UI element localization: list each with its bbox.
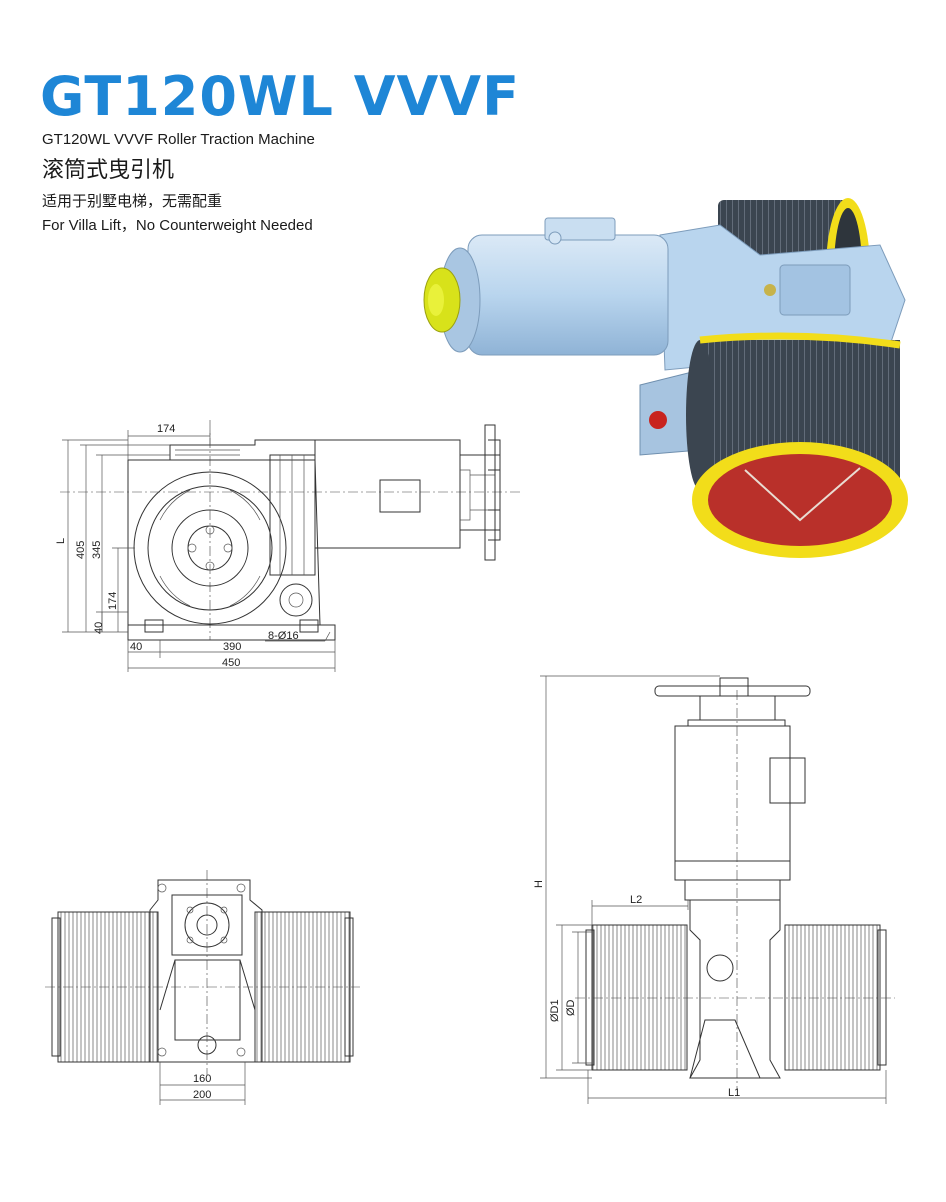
dim-H: H <box>533 880 545 888</box>
usage-description-en: For Villa Lift，No Counterweight Needed <box>42 217 313 234</box>
brake-release-knob <box>649 411 667 429</box>
dim-L1: L1 <box>728 1087 740 1099</box>
bottom-view-drawing: 160 200 <box>45 870 360 1105</box>
dim-174-vertical: 174 <box>107 592 119 610</box>
dim-D: ØD <box>565 999 577 1016</box>
dim-160: 160 <box>193 1073 211 1085</box>
dim-40-vertical: 40 <box>93 622 105 634</box>
dim-L2: L2 <box>630 894 642 906</box>
usage-description-cn: 适用于别墅电梯，无需配重 <box>42 192 223 210</box>
product-subtitle-cn: 滚筒式曳引机 <box>42 158 175 183</box>
dim-390: 390 <box>223 641 241 653</box>
side-view-drawing: 174 L 405 345 174 40 40 390 450 8-Ø16 <box>55 420 520 672</box>
oil-cap <box>764 284 776 296</box>
dim-D1: ØD1 <box>549 999 561 1022</box>
dim-40-horizontal: 40 <box>130 641 142 653</box>
dim-405: 405 <box>75 541 87 559</box>
front-drum <box>686 332 908 558</box>
product-subtitle-en: GT120WL VVVF Roller Traction Machine <box>42 131 315 148</box>
encoder-cover <box>423 267 461 333</box>
front-view-drawing: H L2 ØD1 ØD L1 <box>533 675 895 1104</box>
dim-450: 450 <box>222 657 240 669</box>
gearbox-cover <box>779 264 851 316</box>
product-photo <box>423 198 908 558</box>
dim-345: 345 <box>91 541 103 559</box>
dim-L: L <box>55 538 67 544</box>
product-model-title: GT120WL VVVF <box>40 65 520 128</box>
dim-174-top: 174 <box>157 423 175 435</box>
dim-bolt-holes: 8-Ø16 <box>268 630 299 642</box>
motor <box>439 217 669 356</box>
dim-200: 200 <box>193 1089 211 1101</box>
